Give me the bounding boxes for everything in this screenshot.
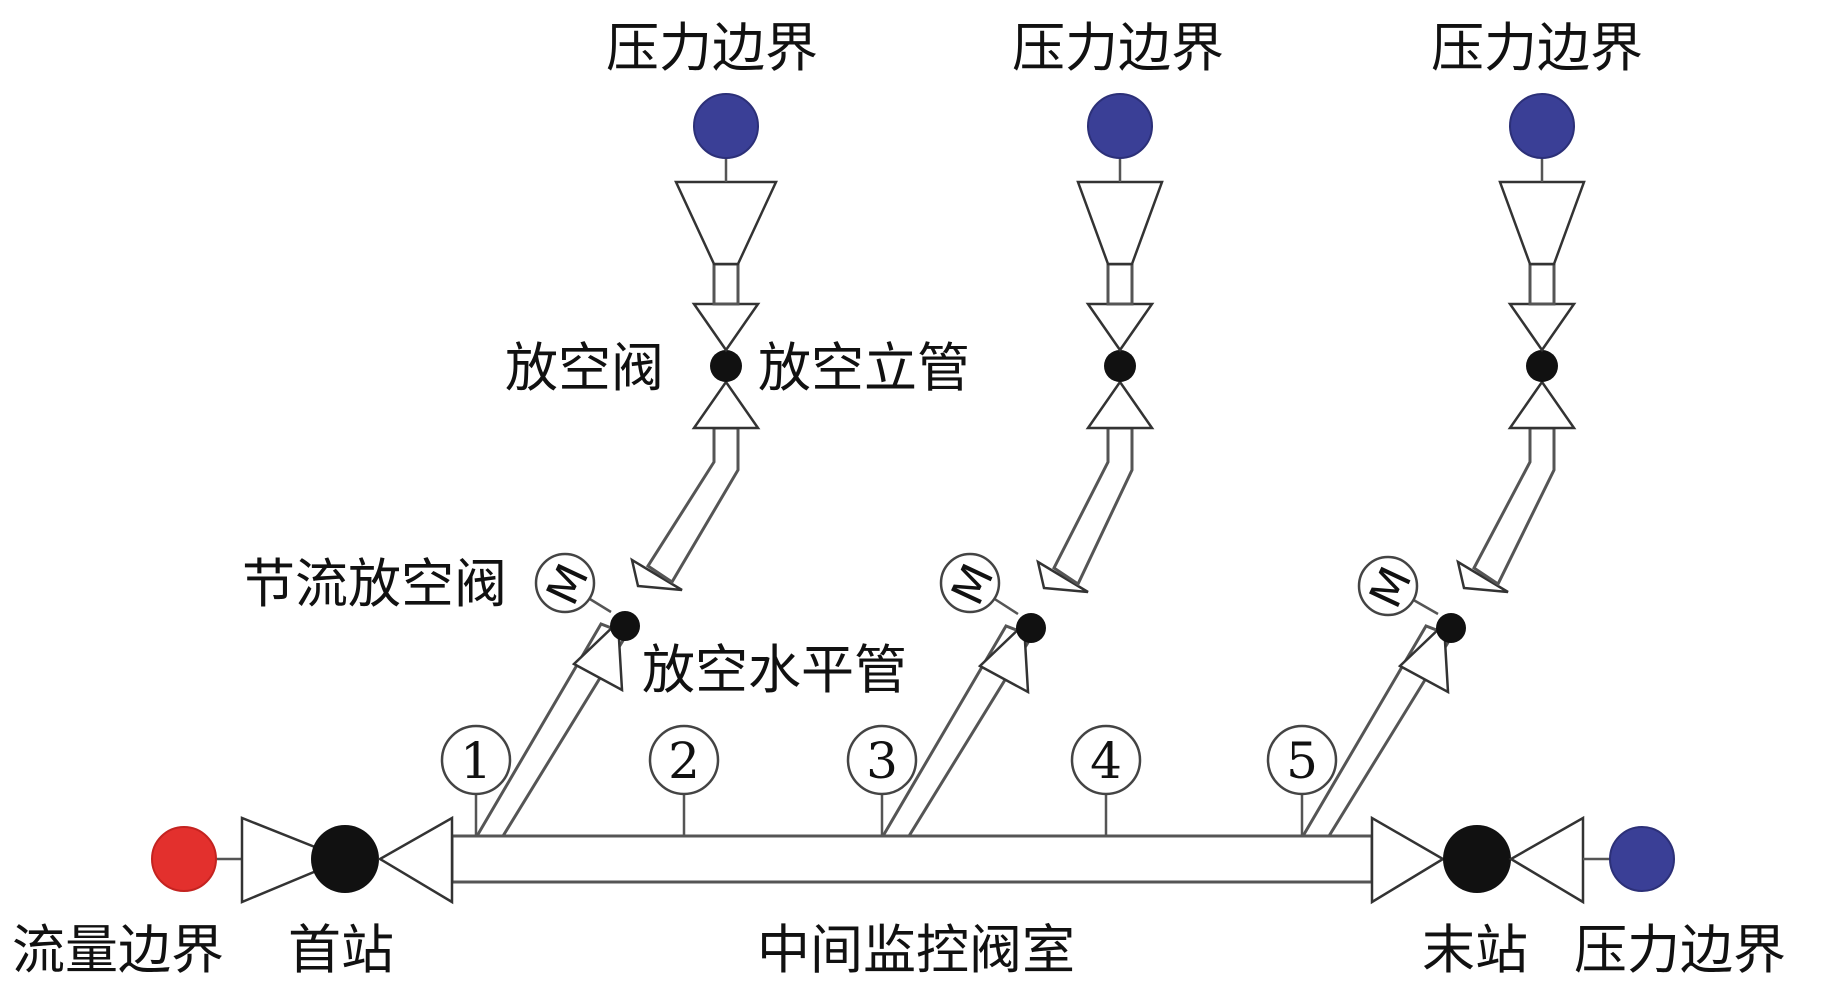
- vent-pipe-segment: [645, 426, 740, 585]
- throttle-valve-upper: [1456, 559, 1509, 594]
- motor-actuator: [1357, 555, 1419, 617]
- throttle-valve-lower: [571, 619, 624, 693]
- monitor-point-number: 5: [1286, 732, 1318, 790]
- vent-valve-junction: [710, 350, 742, 382]
- monitor-point-5: 5: [1266, 724, 1338, 836]
- pressure-boundary-node: [1087, 93, 1153, 159]
- vent-valve-upper: [1085, 302, 1155, 353]
- flow-boundary-node: [151, 826, 217, 892]
- pressure-boundary-node: [1509, 93, 1575, 159]
- monitor-point-2: 2: [648, 724, 720, 836]
- motor-actuator: [534, 552, 596, 614]
- vent-riser: [712, 262, 740, 306]
- monitor-point-number: 2: [668, 732, 700, 790]
- monitor-point-3: 3: [846, 724, 918, 836]
- vent-riser: [1528, 262, 1556, 306]
- end-station-valve-left: [1370, 815, 1446, 905]
- throttle-valve-junction: [1016, 613, 1046, 643]
- monitor-point-number: 1: [460, 732, 492, 790]
- end-pressure-boundary-label: 压力边界: [1574, 920, 1786, 981]
- vent-pipe-segment: [1052, 426, 1134, 587]
- riser-diffuser: [1498, 180, 1586, 266]
- vent-horizontal-pipe-label: 放空水平管: [642, 640, 907, 701]
- vent-branch-2: M: [880, 93, 1164, 838]
- vent-valve-lower: [691, 379, 761, 430]
- vent-pipe-segment: [1472, 426, 1556, 587]
- main-pipe: [450, 834, 1374, 884]
- monitor-point-4: 4: [1070, 724, 1142, 836]
- monitor-point-number: 4: [1090, 732, 1122, 790]
- throttle-valve-upper: [630, 557, 683, 592]
- vent-valve-upper: [691, 302, 761, 353]
- motor-actuator: [939, 552, 1001, 614]
- riser-diffuser: [674, 180, 778, 266]
- first-station-label: 首站: [288, 920, 394, 981]
- vent-valve-label: 放空阀: [505, 338, 664, 399]
- throttle-valve-junction: [610, 611, 640, 641]
- monitor-point-number: 3: [866, 732, 898, 790]
- vent-valve-junction: [1104, 350, 1136, 382]
- end-pressure-boundary-node: [1609, 826, 1675, 892]
- vent-riser: [1106, 262, 1134, 306]
- vent-branch-1: M: [474, 93, 778, 838]
- vent-valve-lower: [1085, 379, 1155, 430]
- throttle-vent-valve-label: 节流放空阀: [242, 554, 507, 615]
- throttle-valve-lower: [1397, 621, 1450, 695]
- throttle-valve-junction: [1436, 613, 1466, 643]
- pressure-boundary-node: [693, 93, 759, 159]
- riser-diffuser: [1076, 180, 1164, 266]
- monitor-point-1: 1: [440, 724, 512, 836]
- first-station-valve-left: [240, 816, 349, 904]
- pressure-boundary-label-2: 压力边界: [1012, 18, 1224, 79]
- vent-valve-junction: [1526, 350, 1558, 382]
- vent-branch-3: M: [1300, 93, 1586, 838]
- vent-valve-lower: [1507, 379, 1577, 430]
- end-station-valve-right: [1508, 815, 1585, 905]
- motor-link: [1409, 596, 1439, 616]
- flow-boundary-label: 流量边界: [12, 920, 224, 981]
- first-station-valve-right: [377, 815, 454, 905]
- pressure-boundary-label-3: 压力边界: [1431, 18, 1643, 79]
- end-station-label: 末站: [1422, 920, 1528, 981]
- throttle-valve-upper: [1036, 559, 1089, 594]
- first-station-node: [311, 825, 379, 893]
- middle-valve-room-label: 中间监控阀室: [757, 920, 1075, 981]
- vent-riser-label: 放空立管: [758, 338, 970, 399]
- pressure-boundary-label-1: 压力边界: [606, 18, 818, 79]
- end-station-node: [1443, 825, 1511, 893]
- throttle-valve-lower: [977, 621, 1030, 695]
- vent-valve-upper: [1507, 302, 1577, 353]
